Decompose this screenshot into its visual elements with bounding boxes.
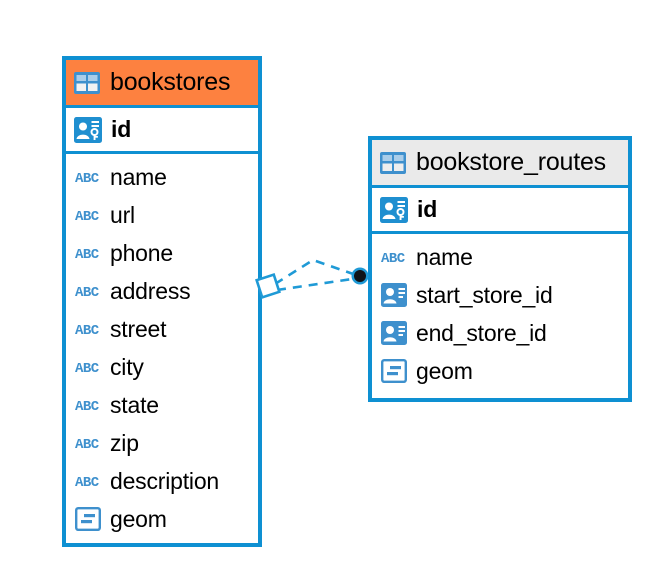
relationship-connector[interactable] (255, 238, 385, 320)
field-row[interactable]: ABC phone (66, 234, 258, 272)
field-row[interactable]: ABC url (66, 196, 258, 234)
entity-bookstores[interactable]: bookstores id (62, 56, 262, 547)
id-key-icon (74, 116, 102, 143)
field-row[interactable]: ABC name (372, 238, 628, 276)
entity-header-bookstore-routes[interactable]: bookstore_routes (372, 140, 628, 188)
abc-text-icon: ABC (75, 397, 101, 413)
field-row[interactable]: ABC description (66, 462, 258, 500)
field-label: name (416, 243, 473, 270)
filled-circle-marker (351, 267, 369, 285)
field-label: city (110, 353, 144, 380)
table-grid-icon (74, 71, 100, 94)
abc-text-icon: ABC (75, 473, 101, 489)
id-card-icon (381, 321, 407, 345)
svg-text:ABC: ABC (75, 247, 100, 261)
svg-text:ABC: ABC (75, 399, 100, 413)
svg-text:ABC: ABC (75, 323, 100, 337)
id-card-icon (381, 283, 407, 307)
svg-text:ABC: ABC (75, 285, 100, 299)
field-label: street (110, 315, 167, 342)
field-label: phone (110, 239, 173, 266)
field-label: description (110, 467, 220, 494)
field-row[interactable]: ABC city (66, 348, 258, 386)
field-label: id (111, 116, 132, 142)
field-row-primary-key[interactable]: id (66, 108, 258, 154)
field-label: state (110, 391, 159, 418)
svg-text:ABC: ABC (381, 251, 406, 265)
field-row[interactable]: ABC state (66, 386, 258, 424)
svg-text:ABC: ABC (75, 437, 100, 451)
field-label: address (110, 277, 191, 304)
relationship-line-lower (276, 276, 360, 292)
field-label: zip (110, 429, 139, 456)
field-row[interactable]: end_store_id (372, 314, 628, 352)
abc-text-icon: ABC (75, 283, 101, 299)
field-row[interactable]: ABC name (66, 158, 258, 196)
field-row[interactable]: geom (372, 352, 628, 390)
entity-header-bookstores[interactable]: bookstores (66, 60, 258, 108)
field-label: end_store_id (416, 319, 547, 346)
abc-text-icon: ABC (75, 169, 101, 185)
field-row[interactable]: ABC zip (66, 424, 258, 462)
field-label: geom (110, 505, 167, 532)
svg-text:ABC: ABC (75, 361, 100, 375)
abc-text-icon: ABC (75, 321, 101, 337)
field-label: id (417, 196, 438, 222)
field-list-bookstores: ABC name ABC url ABC p (66, 154, 258, 538)
id-key-icon (380, 196, 408, 223)
abc-text-icon: ABC (381, 249, 407, 265)
field-label: url (110, 201, 135, 228)
field-row[interactable]: ABC street (66, 310, 258, 348)
svg-text:ABC: ABC (75, 171, 100, 185)
abc-text-icon: ABC (75, 359, 101, 375)
abc-text-icon: ABC (75, 207, 101, 223)
geometry-icon (75, 507, 101, 531)
entity-bookstore-routes[interactable]: bookstore_routes id (368, 136, 632, 402)
abc-text-icon: ABC (75, 435, 101, 451)
field-row-primary-key[interactable]: id (372, 188, 628, 234)
svg-text:ABC: ABC (75, 475, 100, 489)
field-label: name (110, 163, 167, 190)
table-grid-icon (380, 151, 406, 174)
field-label: geom (416, 357, 473, 384)
field-label: start_store_id (416, 281, 553, 308)
field-row[interactable]: geom (66, 500, 258, 538)
entity-title: bookstores (110, 68, 231, 96)
entity-title: bookstore_routes (416, 148, 606, 176)
relationship-line-upper (274, 258, 360, 286)
field-list-bookstore-routes: ABC name start_store_id (372, 234, 628, 390)
field-row[interactable]: ABC address (66, 272, 258, 310)
svg-text:ABC: ABC (75, 209, 100, 223)
abc-text-icon: ABC (75, 245, 101, 261)
field-row[interactable]: start_store_id (372, 276, 628, 314)
geometry-icon (381, 359, 407, 383)
